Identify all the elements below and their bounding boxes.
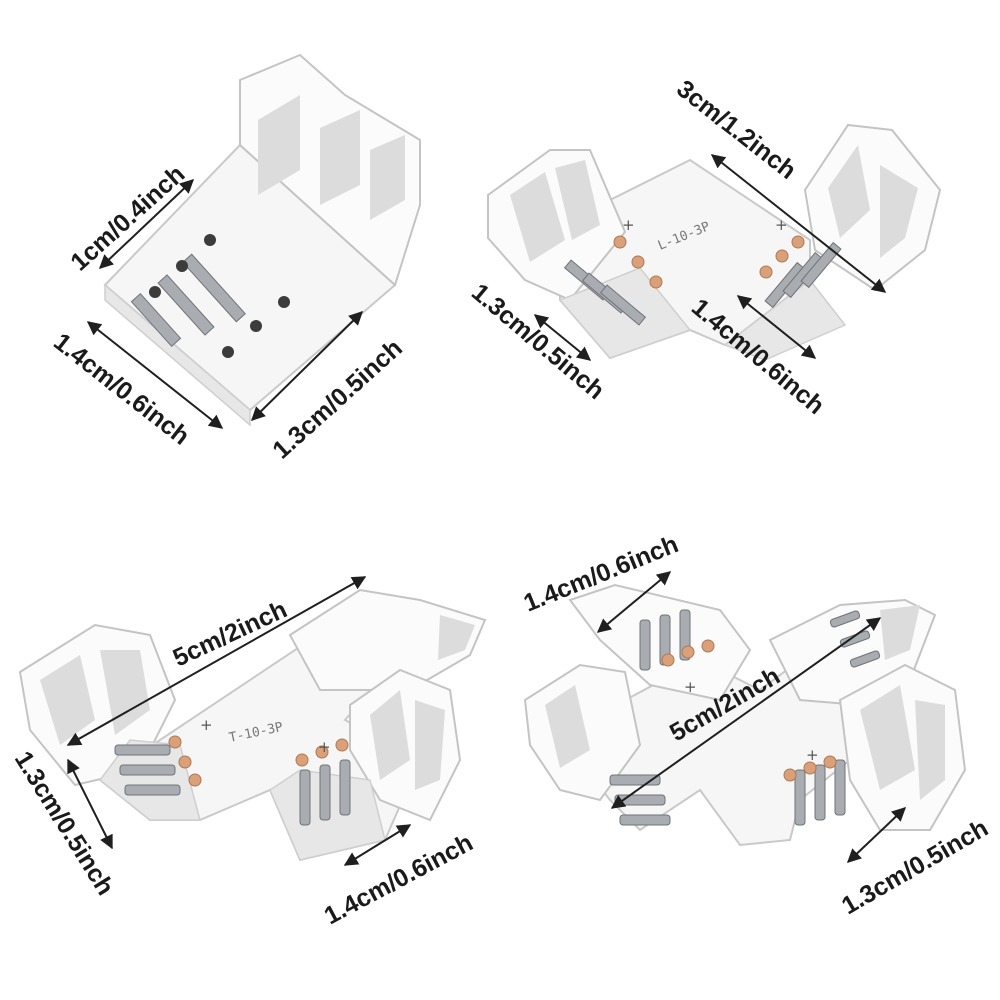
dimension-arrow	[596, 571, 672, 633]
dimension-arrow	[710, 154, 887, 293]
straight-connector: 1cm/0.4inch 1.4cm/0.6inch 1.3cm/0.5inch	[48, 53, 421, 464]
dimension-arrow	[86, 321, 224, 429]
t-connector: T-10-3P + + 5cm/2inch 1.3cm/0.5inch 1.4c…	[9, 576, 487, 930]
dimension-label: 5cm/2inch	[169, 595, 292, 672]
dimension-arrow	[66, 576, 367, 746]
polarity-marker: +	[684, 678, 697, 696]
polarity-marker: +	[622, 216, 635, 234]
dimension-arrow	[251, 311, 363, 421]
dimension-arrow	[533, 314, 592, 361]
dimension-arrow	[846, 807, 907, 863]
x-connector: + + 1.4cm/0.6inch 5cm/2inch 1.3cm/0.5inc…	[520, 530, 993, 920]
dimension-arrow	[736, 295, 817, 359]
polarity-marker: +	[806, 746, 819, 764]
polarity-marker: +	[200, 716, 213, 734]
l-connector: L-10-3P + + 3cm/1.2inch 1.3cm/0.5inch 1.…	[466, 75, 942, 420]
dimension-arrow	[98, 179, 195, 269]
polarity-marker: +	[318, 738, 331, 756]
polarity-marker: +	[775, 216, 788, 234]
dimension-arrow	[343, 824, 412, 866]
dimension-arrow	[610, 617, 882, 809]
dimension-arrow	[67, 758, 113, 850]
